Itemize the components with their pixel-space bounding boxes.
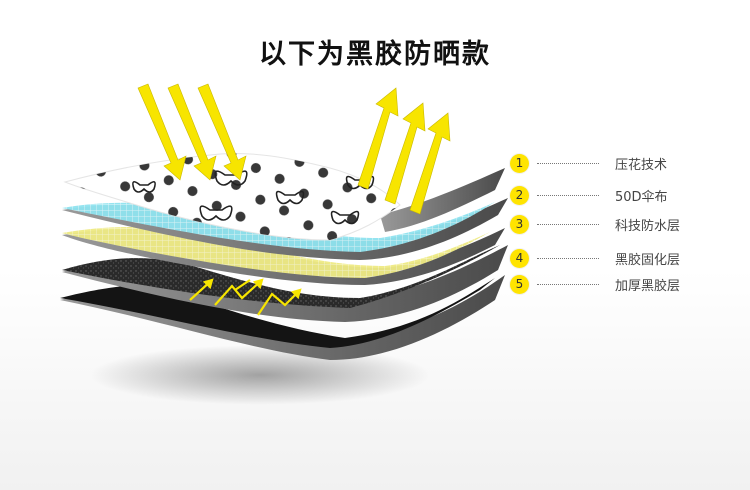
leader-line — [537, 284, 599, 285]
layer-label: 黑胶固化层 — [615, 249, 680, 268]
layer-label-row: 1 压花技术 — [510, 152, 667, 174]
leader-line — [537, 195, 599, 196]
ground-shadow — [90, 345, 430, 405]
layer-label-row: 2 50D伞布 — [510, 184, 668, 206]
layer-number-badge: 1 — [510, 154, 529, 173]
leader-line — [537, 258, 599, 259]
layer-label-row: 4 黑胶固化层 — [510, 247, 680, 269]
layer-label-row: 3 科技防水层 — [510, 213, 680, 235]
layer-label: 50D伞布 — [615, 186, 668, 205]
layer-label-row: 5 加厚黑胶层 — [510, 273, 680, 295]
layer-number-badge: 2 — [510, 186, 529, 205]
leader-line — [537, 163, 599, 164]
layer-number-badge: 5 — [510, 275, 529, 294]
layer-label: 压花技术 — [615, 154, 667, 173]
leader-line — [537, 224, 599, 225]
layer-number-badge: 3 — [510, 215, 529, 234]
layer-number-badge: 4 — [510, 249, 529, 268]
layer-label: 科技防水层 — [615, 215, 680, 234]
layer-label: 加厚黑胶层 — [615, 275, 680, 294]
